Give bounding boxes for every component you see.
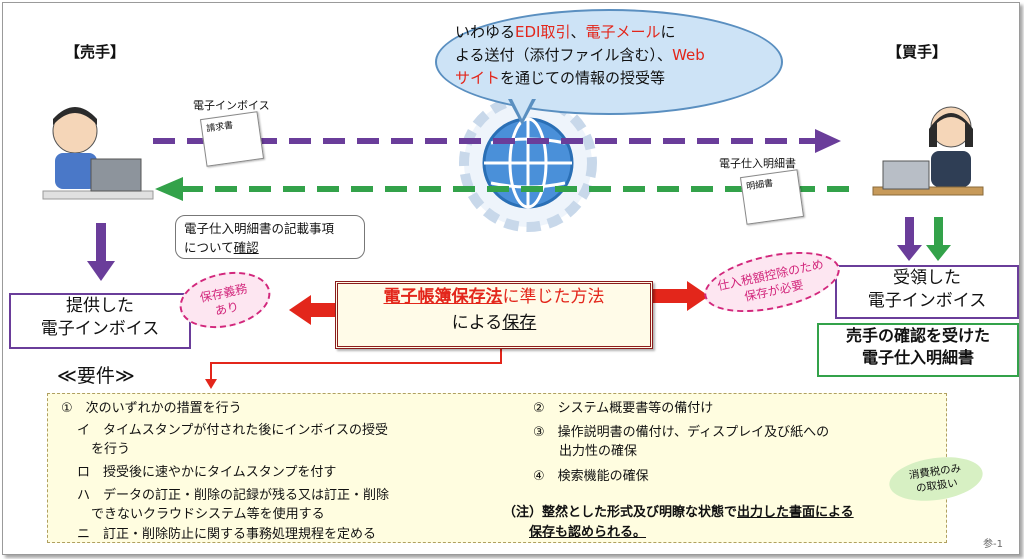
storage-method-box: 電子帳簿保存法に準じた方法 による保存 bbox=[335, 281, 653, 349]
speech-text: 、 bbox=[570, 23, 586, 41]
buyer-green-line: 電子仕入明細書 bbox=[861, 348, 974, 367]
seller-box-line: 提供した bbox=[66, 296, 134, 316]
requirements-title: ≪要件≫ bbox=[57, 365, 135, 387]
speech-edi: EDI取引 bbox=[515, 23, 571, 41]
requirement-subitem: ニ 訂正・削除防止に関する事務処理規程を定める bbox=[77, 527, 377, 542]
buyer-person-icon bbox=[872, 106, 984, 196]
requirement-subitem: イ タイムスタンプが付された後にインボイスの授受 bbox=[77, 423, 388, 438]
confirmation-callout: 電子仕入明細書の記載事項 について確認 bbox=[175, 215, 365, 259]
requirement-subitem: を行う bbox=[91, 442, 131, 457]
method-line2: による bbox=[451, 313, 503, 333]
requirement-item: ③ 操作説明書の備付け、ディスプレイ及び紙への bbox=[533, 425, 830, 440]
requirements-box bbox=[47, 393, 947, 543]
requirement-subitem: ハ データの訂正・削除の記録が残る又は訂正・削除 bbox=[77, 488, 390, 503]
buyer-green-line: 売手の確認を受けた bbox=[845, 326, 990, 345]
requirement-item: ② システム概要書等の備付け bbox=[533, 401, 714, 416]
page-number: 参-1 bbox=[983, 539, 1003, 550]
seller-box-line: 電子インボイス bbox=[40, 319, 160, 339]
speech-site: サイト bbox=[455, 69, 501, 87]
speech-text: に bbox=[660, 23, 676, 41]
requirement-item: ④ 検索機能の確保 bbox=[533, 469, 649, 484]
method-mid: に準じた方法 bbox=[502, 287, 605, 307]
callout-line: について bbox=[184, 240, 234, 255]
speech-email: 電子メール bbox=[585, 23, 661, 41]
buyer-invoice-box: 受領した 電子インボイス bbox=[835, 265, 1019, 319]
method-storage: 保存 bbox=[502, 313, 537, 333]
speech-bubble bbox=[435, 9, 783, 115]
seller-invoice-box: 提供した 電子インボイス bbox=[9, 293, 191, 349]
requirement-item: ① 次のいずれかの措置を行う bbox=[61, 401, 242, 416]
buyer-label: 【買手】 bbox=[887, 43, 948, 61]
invoice-document-icon: 請求書 bbox=[199, 111, 265, 167]
seller-label: 【売手】 bbox=[65, 43, 126, 61]
requirement-item: 出力性の確保 bbox=[559, 444, 638, 459]
invoice-flow-label: 電子インボイス bbox=[193, 99, 270, 112]
requirement-subitem: できないクラウドシステム等を使用する bbox=[91, 507, 325, 522]
requirement-note: 保存も認められる。 bbox=[529, 523, 646, 542]
requirement-subitem: ロ 授受後に速やかにタイムスタンプを付す bbox=[77, 465, 337, 480]
buyer-box-line: 電子インボイス bbox=[867, 291, 987, 311]
callout-confirm: 確認 bbox=[233, 240, 259, 255]
statement-document-icon: 明細書 bbox=[739, 169, 805, 225]
speech-text: いわゆる bbox=[455, 23, 516, 41]
method-law: 電子帳簿保存法 bbox=[383, 287, 503, 307]
speech-web: Web bbox=[672, 46, 705, 64]
callout-line: 電子仕入明細書の記載事項 bbox=[184, 221, 335, 236]
speech-text: よる送付（添付ファイル含む）、 bbox=[455, 46, 673, 64]
note-text: （注）整然とした形式及び明瞭な状態で bbox=[503, 505, 738, 520]
buyer-statement-box: 売手の確認を受けた 電子仕入明細書 bbox=[817, 323, 1019, 377]
buyer-box-line: 受領した bbox=[893, 268, 961, 288]
note-underline: 保存も認められる。 bbox=[529, 525, 647, 540]
note-underline: 出力した書面による bbox=[737, 505, 854, 520]
statement-flow-label: 電子仕入明細書 bbox=[719, 157, 796, 170]
speech-text: を通じての情報の授受等 bbox=[500, 69, 666, 87]
requirement-note: （注）整然とした形式及び明瞭な状態で出力した書面による bbox=[503, 503, 854, 522]
speech-bubble-text: いわゆるEDI取引、電子メールに よる送付（添付ファイル含む）、Web サイトを… bbox=[455, 21, 765, 90]
seller-person-icon bbox=[42, 107, 154, 200]
